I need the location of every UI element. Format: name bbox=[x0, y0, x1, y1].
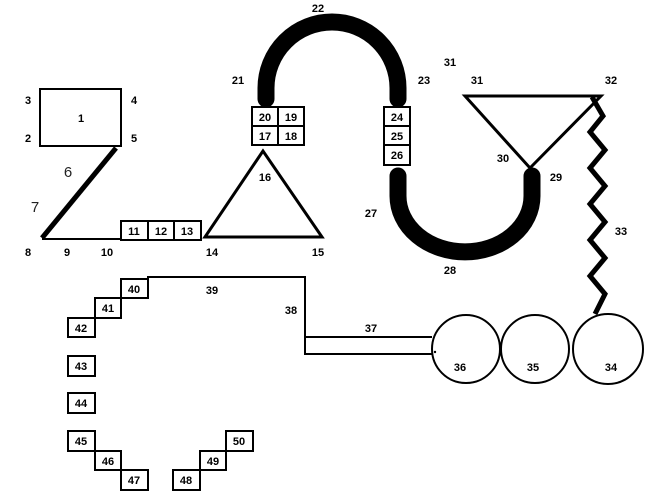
label-34: 34 bbox=[605, 362, 618, 374]
label-45: 45 bbox=[75, 436, 87, 448]
box-13 bbox=[173, 220, 202, 241]
label-28: 28 bbox=[444, 265, 456, 277]
label-42: 42 bbox=[75, 323, 87, 335]
label-32: 32 bbox=[605, 75, 617, 87]
label-13: 13 bbox=[181, 226, 193, 238]
label-17: 17 bbox=[259, 131, 271, 143]
label-18: 18 bbox=[285, 131, 297, 143]
label-41: 41 bbox=[102, 303, 114, 315]
label-8: 8 bbox=[25, 247, 31, 259]
box-41 bbox=[94, 297, 122, 319]
thick-diagonal-line bbox=[40, 146, 118, 240]
label-49: 49 bbox=[207, 456, 219, 468]
label-37: 37 bbox=[365, 323, 377, 335]
label-39: 39 bbox=[206, 285, 218, 297]
box-47 bbox=[120, 469, 149, 491]
label-50: 50 bbox=[233, 436, 245, 448]
label-6: 6 bbox=[64, 164, 72, 181]
box-43 bbox=[67, 355, 96, 377]
label-31-top: 31 bbox=[444, 57, 456, 69]
inverted-triangle bbox=[461, 94, 605, 171]
label-24: 24 bbox=[391, 112, 404, 124]
label-7: 7 bbox=[31, 199, 39, 216]
label-46: 46 bbox=[102, 456, 114, 468]
label-20: 20 bbox=[259, 112, 271, 124]
label-38: 38 bbox=[285, 305, 297, 317]
box-44 bbox=[67, 392, 96, 414]
label-21: 21 bbox=[232, 75, 244, 87]
box-40 bbox=[120, 278, 149, 299]
box-42 bbox=[67, 317, 96, 338]
label-27: 27 bbox=[365, 208, 377, 220]
rectangle-1 bbox=[39, 88, 122, 147]
box-46 bbox=[94, 450, 122, 471]
label-4: 4 bbox=[131, 95, 138, 107]
label-2: 2 bbox=[25, 133, 31, 145]
circle-36 bbox=[431, 314, 501, 384]
triangle-16 bbox=[202, 148, 325, 239]
label-36: 36 bbox=[454, 362, 466, 374]
label-3: 3 bbox=[25, 95, 31, 107]
label-23: 23 bbox=[418, 75, 430, 87]
label-9: 9 bbox=[64, 247, 70, 259]
label-40: 40 bbox=[128, 284, 140, 296]
label-25: 25 bbox=[391, 131, 403, 143]
label-33: 33 bbox=[615, 226, 627, 238]
label-44: 44 bbox=[75, 398, 88, 410]
label-35: 35 bbox=[527, 362, 539, 374]
box-50 bbox=[225, 430, 254, 452]
box-49 bbox=[199, 450, 227, 471]
label-48: 48 bbox=[180, 475, 192, 487]
box-26 bbox=[383, 144, 411, 166]
label-19: 19 bbox=[285, 112, 297, 124]
label-31: 31 bbox=[471, 75, 483, 87]
thick-arc-top bbox=[257, 13, 407, 108]
label-11: 11 bbox=[128, 226, 140, 238]
label-12: 12 bbox=[155, 226, 167, 238]
thick-arc-bottom bbox=[389, 167, 541, 261]
circle-36-dot bbox=[433, 350, 437, 354]
label-1: 1 bbox=[78, 113, 84, 125]
zigzag-line bbox=[586, 95, 609, 316]
box-18 bbox=[277, 125, 305, 146]
label-47: 47 bbox=[128, 475, 140, 487]
box-48 bbox=[172, 469, 201, 491]
label-5: 5 bbox=[131, 133, 137, 145]
label-43: 43 bbox=[75, 361, 87, 373]
label-29: 29 bbox=[550, 172, 562, 184]
label-22: 22 bbox=[312, 3, 324, 15]
label-30: 30 bbox=[497, 153, 509, 165]
box-45 bbox=[67, 430, 96, 452]
label-10: 10 bbox=[101, 247, 113, 259]
label-26: 26 bbox=[391, 150, 403, 162]
circle-34 bbox=[572, 313, 644, 385]
label-15: 15 bbox=[312, 247, 324, 259]
label-16: 16 bbox=[259, 172, 271, 184]
label-14: 14 bbox=[206, 247, 219, 259]
